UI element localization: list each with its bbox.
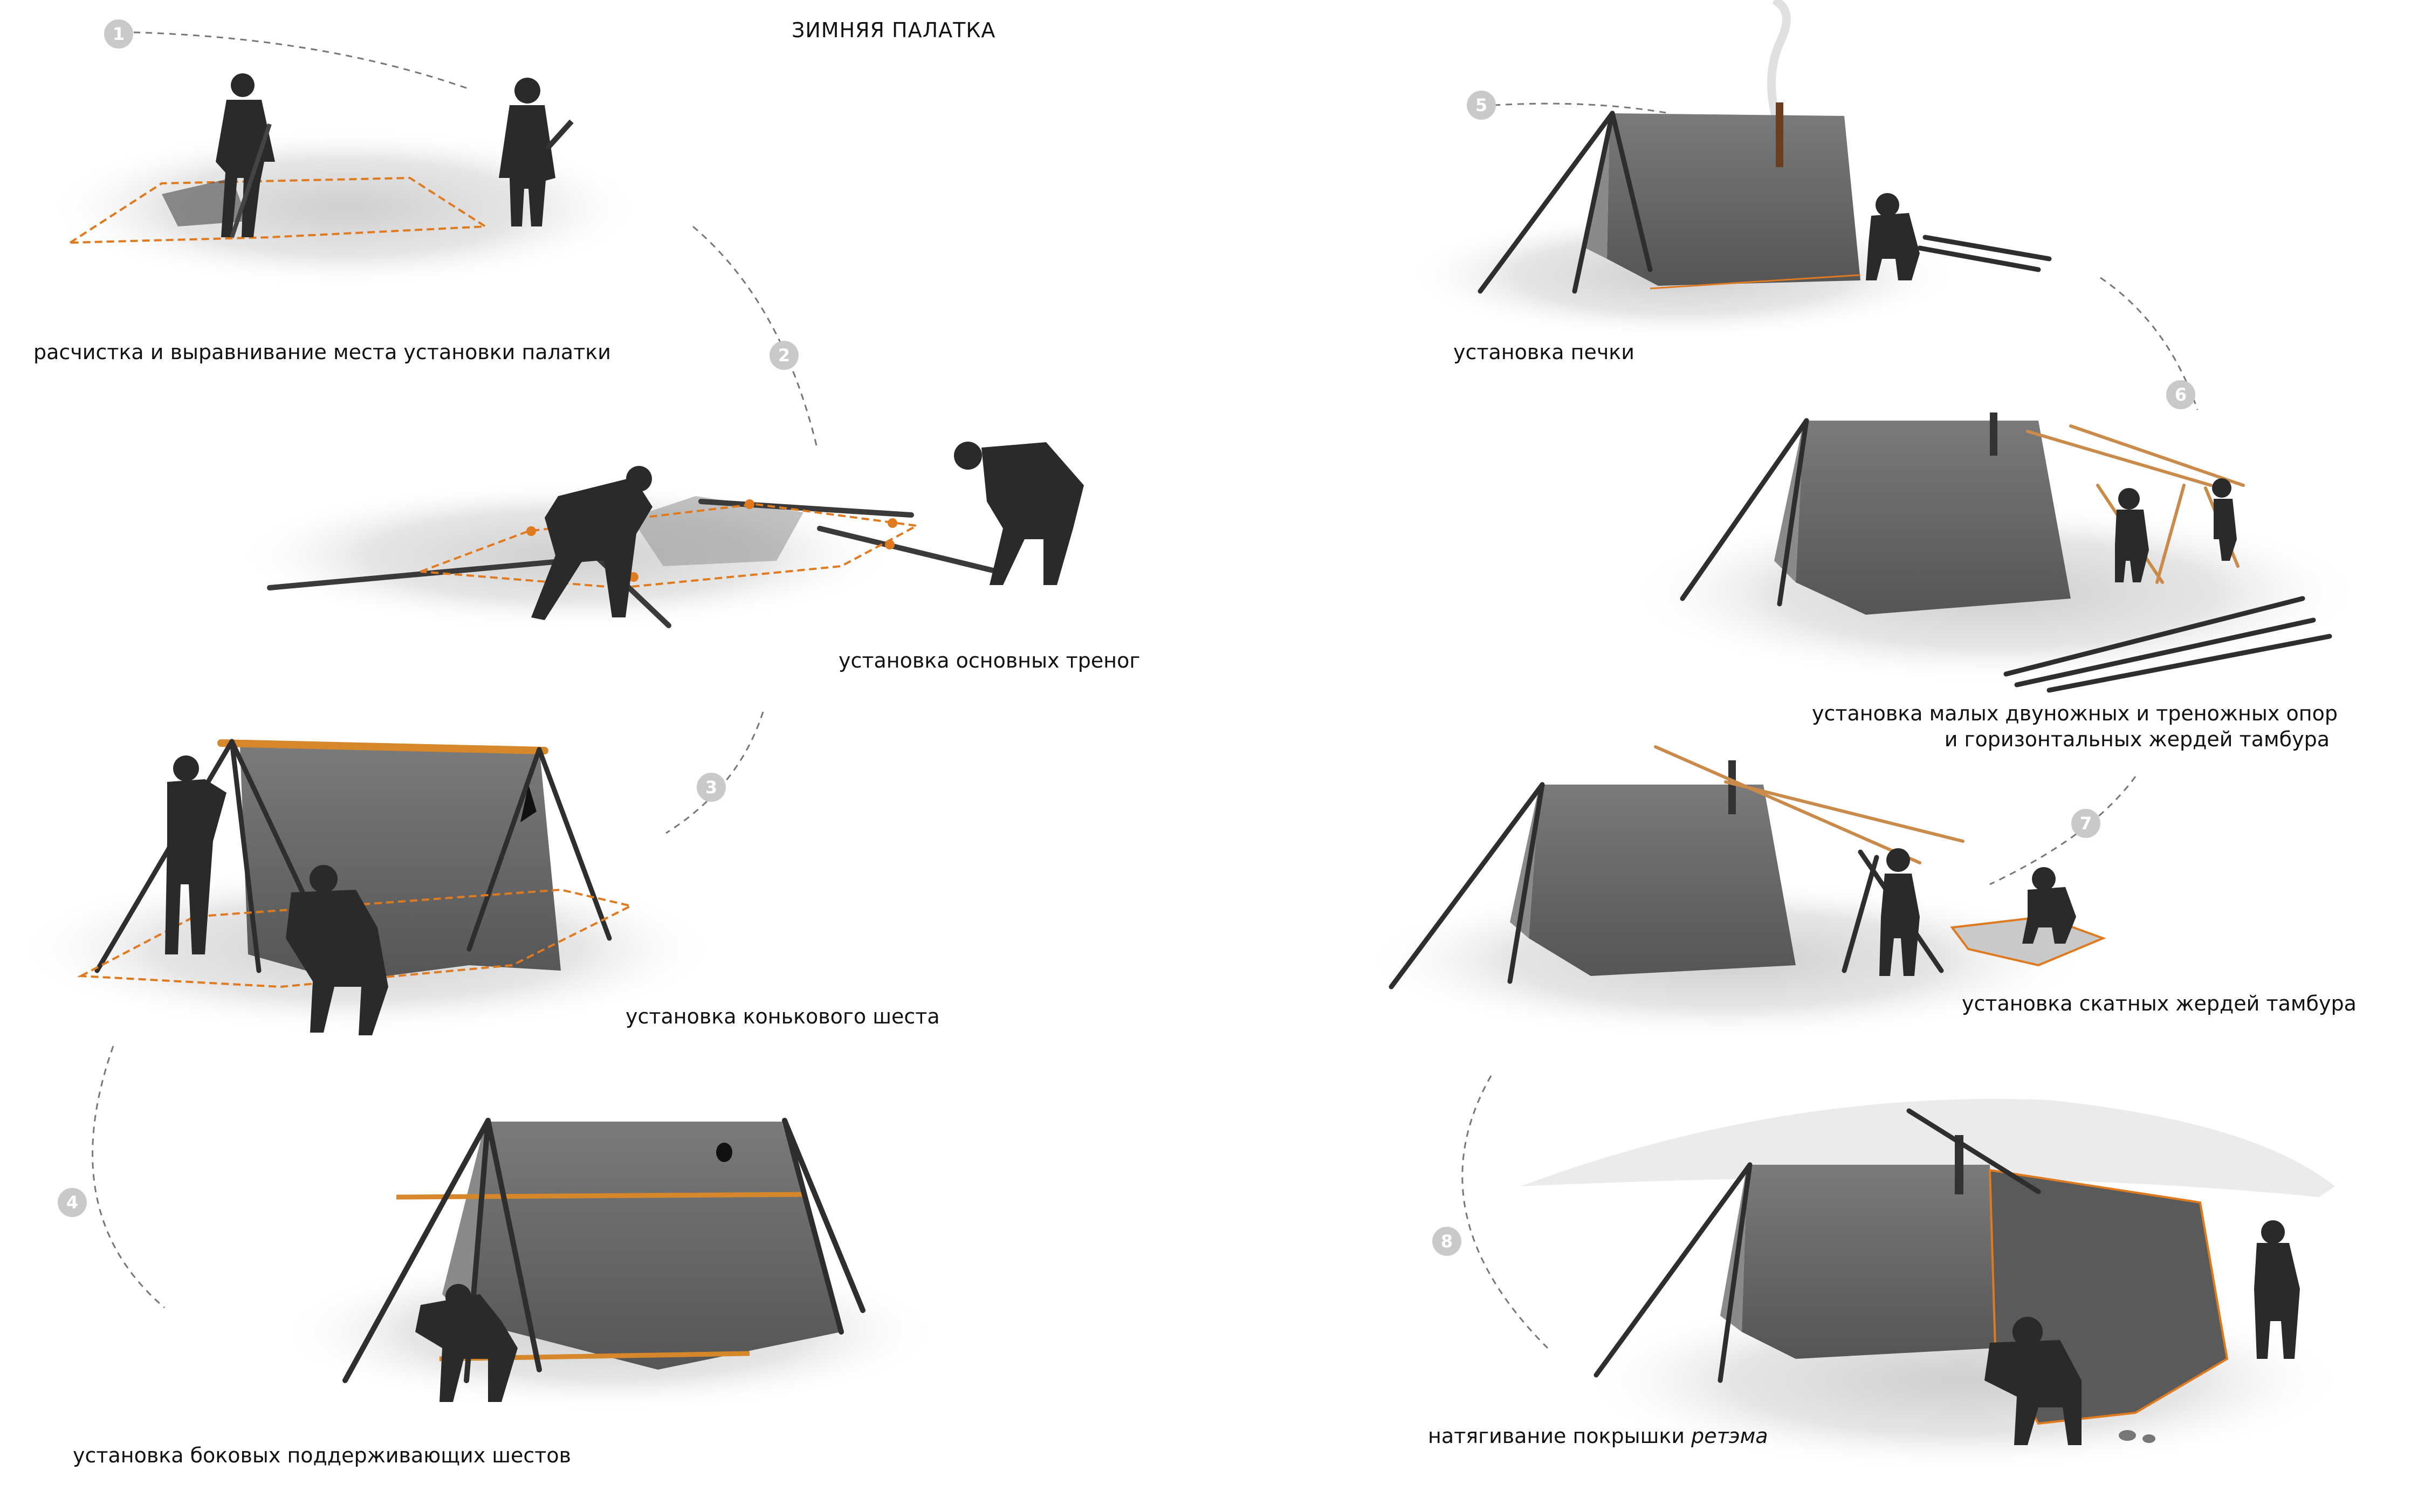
step-badge-4: 4 [58, 1188, 87, 1217]
worker-tying [2115, 488, 2149, 582]
worker-bending [531, 466, 652, 620]
tent-canvas [1607, 113, 1860, 286]
step-caption-6-line-2: и горизонтальных жердей тамбура [1944, 727, 2330, 751]
step-caption-3: установка конькового шеста [626, 1005, 940, 1028]
step-caption-8: натягивание покрышки ретэма [1428, 1424, 1768, 1449]
worker-bending [1984, 1317, 2082, 1445]
step-7-scene [1359, 745, 2106, 1041]
step-badge-6: 6 [2166, 380, 2195, 409]
step-caption-2: установка основных треног [839, 649, 1141, 672]
worker-crouching [415, 1284, 518, 1402]
step-6-scene [1623, 413, 2367, 693]
page-title: ЗИМНЯЯ ПАЛАТКА [792, 18, 996, 42]
step-badge-2: 2 [770, 341, 799, 370]
step-badge-7: 7 [2071, 809, 2100, 838]
step-caption-8-text: натягивание покрышки [1428, 1424, 1692, 1448]
worker-lifting-canvas [286, 865, 388, 1035]
step-caption-6-line-1: установка малых двуножных и треножных оп… [1812, 702, 2338, 725]
worker-holding-pole [1879, 848, 1920, 976]
worker-with-shovel [216, 73, 275, 238]
step-caption-6: установка малых двуножных и треножных оп… [1812, 701, 2338, 752]
step-1-scene [43, 73, 647, 288]
step-caption-8-term: ретэма [1691, 1424, 1768, 1448]
worker-pulling-cover [2254, 1220, 2300, 1359]
step-caption-7: установка скатных жердей тамбура [1962, 992, 2357, 1015]
step-caption-5: установка печки [1453, 340, 1634, 364]
step-badge-1: 1 [104, 19, 133, 49]
step-8-scene [1521, 1099, 2351, 1472]
worker-standing [499, 78, 574, 226]
step-caption-4: установка боковых поддерживающих шестов [73, 1444, 572, 1467]
step-badge-5: 5 [1467, 91, 1496, 120]
worker-standing [2212, 478, 2237, 561]
step-4-scene [275, 1118, 944, 1413]
worker-holding-pole [165, 755, 226, 954]
tent-canvas [1742, 1165, 1995, 1359]
tent-canvas [1796, 421, 2071, 615]
tent-canvas [469, 1122, 841, 1370]
tent-canvas [1529, 785, 1796, 976]
worker-kneeling [1866, 193, 1920, 280]
step-badge-8: 8 [1432, 1227, 1461, 1256]
stove-pipe [1776, 102, 1783, 167]
step-badge-3: 3 [697, 773, 726, 802]
worker-bending [2022, 867, 2076, 944]
step-5-scene [1402, 0, 2052, 340]
step-caption-1: расчистка и выравнивание места установки… [33, 340, 611, 364]
ridge-pole [217, 739, 548, 754]
worker-crouching [954, 442, 1084, 585]
step-2-scene [232, 442, 1084, 631]
step-3-scene [11, 739, 723, 1035]
